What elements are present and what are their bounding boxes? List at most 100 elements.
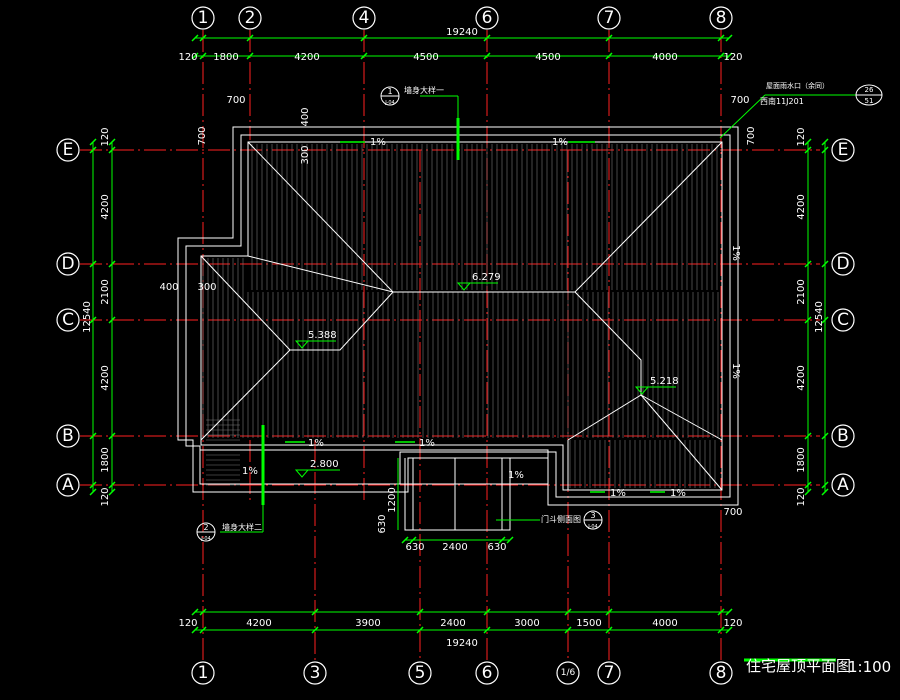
axis-bubble: 7	[597, 6, 621, 30]
drain-callout: 屋面雨水口（余同） 西南11J201 26 51	[760, 81, 883, 106]
svg-text:5.388: 5.388	[308, 330, 337, 341]
bottom-dimensions: 19240 120 4200 3900 2400 3000 1500 4000 …	[178, 618, 742, 649]
dim-total-top: 19240	[446, 27, 478, 38]
slope-label: 1%	[552, 137, 568, 148]
svg-text:3: 3	[310, 663, 321, 683]
svg-text:5: 5	[415, 663, 426, 683]
axis-bubble: C	[831, 308, 855, 332]
axis-bubble: D	[56, 252, 80, 276]
axis-bubble: 7	[597, 661, 621, 685]
svg-text:A: A	[837, 475, 849, 495]
drawing-title-block: 住宅屋顶平面图 1:100	[746, 657, 891, 676]
dim-label: 3900	[355, 618, 380, 629]
svg-text:7: 7	[604, 663, 615, 683]
elevation-mark: 2.800	[294, 459, 340, 478]
axis-bubble: E	[56, 138, 80, 162]
svg-text:D: D	[61, 254, 74, 274]
axis-bubbles-left: E D C B A	[56, 138, 80, 497]
svg-text:6: 6	[482, 663, 493, 683]
dim-label: 700	[226, 95, 245, 106]
dim-label: 1200	[387, 487, 398, 512]
axis-bubble: 8	[709, 661, 733, 685]
svg-text:门斗侧面图: 门斗侧面图	[541, 514, 581, 524]
slope-label: 1%	[419, 438, 435, 449]
dim-label: 120	[100, 487, 111, 506]
svg-text:1: 1	[198, 8, 209, 28]
svg-text:B: B	[837, 426, 849, 446]
roof-hatch	[202, 144, 719, 488]
right-dimensions: 12540 120 4200 2100 4200 1800 120	[796, 127, 825, 506]
axis-bubble: B	[831, 424, 855, 448]
slope-labels: 1% 1% 1% 1% 1% 1% 1% 1% 1% 1%	[242, 137, 741, 499]
svg-text:51: 51	[865, 97, 874, 105]
dim-label: 1800	[213, 52, 238, 63]
slope-label: 1%	[308, 438, 324, 449]
svg-text:2: 2	[203, 523, 208, 532]
axis-bubble: 4	[352, 6, 376, 30]
svg-text:6.279: 6.279	[472, 272, 501, 283]
elevation-mark: 5.388	[294, 330, 337, 349]
dim-label: 1800	[100, 447, 111, 472]
elevation-mark: 5.218	[634, 376, 679, 395]
drawing-scale: 1:100	[848, 658, 891, 676]
dim-label: 2400	[440, 618, 465, 629]
detail-callout-2: 2 J-04 墙身大样二	[196, 522, 262, 542]
svg-text:8: 8	[716, 8, 727, 28]
dim-label: 3000	[514, 618, 539, 629]
axis-bubble: 5	[408, 661, 432, 685]
axis-bubble: 3	[303, 661, 327, 685]
dim-label: 120	[178, 52, 197, 63]
dim-label: 2100	[100, 279, 111, 304]
svg-text:3: 3	[590, 511, 595, 520]
dim-label: 120	[178, 618, 197, 629]
roof-outline	[177, 126, 739, 531]
axis-bubble: B	[56, 424, 80, 448]
slope-label: 1%	[370, 137, 386, 148]
dim-label: 4000	[652, 618, 677, 629]
dim-label: 630	[377, 514, 388, 533]
dimension-lines	[89, 34, 860, 662]
dim-label: 4000	[652, 52, 677, 63]
dim-label: 120	[796, 127, 807, 146]
dim-label: 300	[197, 282, 216, 293]
svg-text:5.218: 5.218	[650, 376, 679, 387]
slope-label: 1%	[508, 470, 524, 481]
slope-label: 1%	[730, 245, 741, 261]
dim-label: 4200	[796, 194, 807, 219]
dim-label: 700	[197, 126, 208, 145]
top-dimensions: 19240 120 1800 4200 4500 4500 4000 120	[178, 27, 742, 63]
dim-label: 4200	[100, 194, 111, 219]
axis-bubble: 6	[475, 661, 499, 685]
dim-label: 630	[405, 542, 424, 553]
axis-bubble: D	[831, 252, 855, 276]
dim-total-bottom: 19240	[446, 638, 478, 649]
dim-label: 4200	[100, 365, 111, 390]
dim-total-right: 12540	[814, 301, 825, 333]
axis-bubbles-top: 1 2 4 6 7 8	[191, 6, 733, 30]
axis-bubble: 1	[191, 661, 215, 685]
elevation-marks: 6.279 5.388 5.218 2.800	[294, 272, 679, 478]
svg-text:1: 1	[198, 663, 209, 683]
svg-text:2.800: 2.800	[310, 459, 339, 470]
svg-text:J-04: J-04	[587, 524, 597, 530]
dim-label: 120	[723, 618, 742, 629]
dim-label: 120	[100, 127, 111, 146]
svg-text:6: 6	[482, 8, 493, 28]
axis-bubble: E	[831, 138, 855, 162]
svg-text:1: 1	[387, 87, 392, 96]
dim-label: 2400	[442, 542, 467, 553]
detail-callout-1: 1 J-04 墙身大样一	[380, 85, 444, 106]
axis-bubble: 1	[191, 6, 215, 30]
svg-text:E: E	[838, 140, 849, 160]
svg-text:1/6: 1/6	[561, 668, 576, 678]
svg-text:西南11J201: 西南11J201	[760, 96, 804, 106]
dim-label: 1500	[576, 618, 601, 629]
dim-label: 630	[487, 542, 506, 553]
svg-text:C: C	[837, 310, 849, 330]
elevation-mark: 6.279	[456, 272, 501, 291]
dim-label: 400	[300, 107, 311, 126]
svg-text:4: 4	[359, 8, 370, 28]
axis-bubble: A	[56, 473, 80, 497]
axis-bubble: 8	[709, 6, 733, 30]
